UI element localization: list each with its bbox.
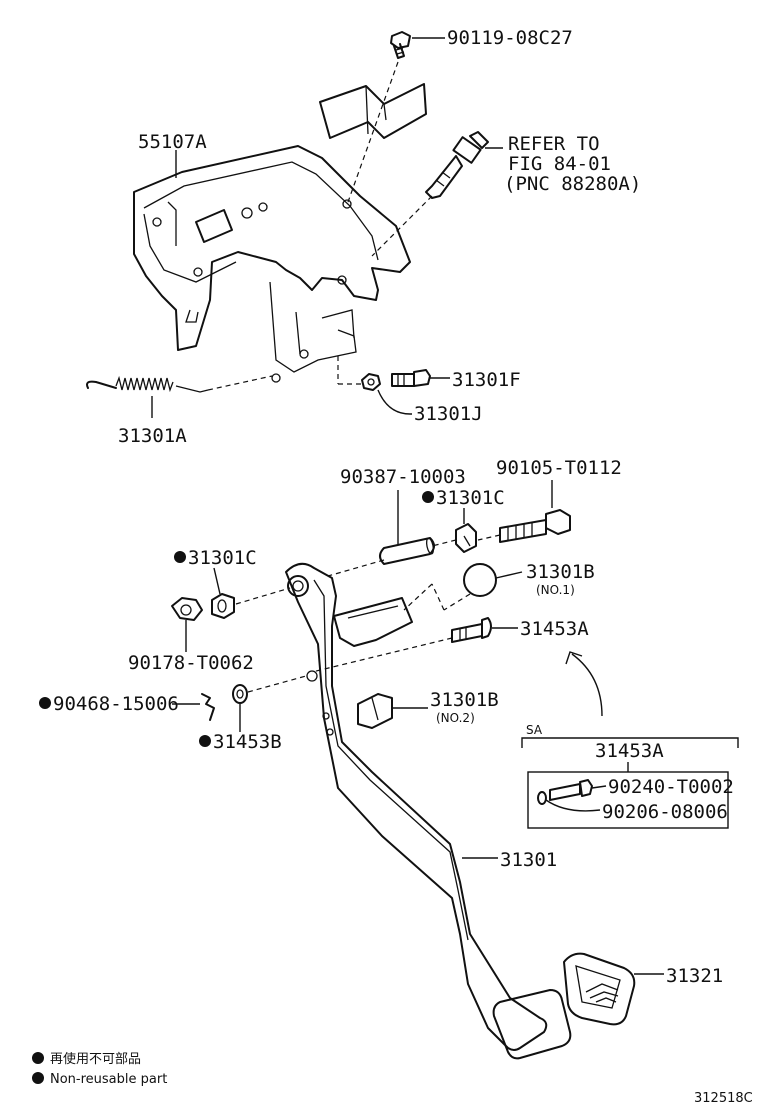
bolt-90105-icon	[499, 509, 571, 543]
label-31453A: 31453A	[520, 618, 589, 640]
bush-31301C-left-icon	[211, 593, 235, 619]
clutch-pedal-31301	[285, 562, 572, 1060]
legend-dot-jp	[32, 1052, 44, 1064]
label-31301B-no1: 31301B	[526, 561, 595, 583]
dash-ball-a	[443, 593, 471, 611]
arrow-to-sa	[571, 653, 603, 717]
refer-line1: REFER TO	[508, 133, 600, 155]
bolt-90119-icon	[390, 31, 411, 59]
collar-90387-icon	[379, 537, 435, 565]
label-31301C-upper: 31301C	[436, 487, 505, 509]
label-31301A: 31301A	[118, 425, 187, 447]
stop-lamp-switch-icon	[425, 131, 489, 199]
dash-collar	[327, 559, 385, 577]
label-90105: 90105-T0112	[496, 457, 622, 479]
dash-90105	[477, 534, 501, 541]
label-90119: 90119-08C27	[447, 27, 573, 49]
legend: 再使用不可部品 Non-reusable part	[32, 1051, 167, 1087]
non-reusable-mark-31453B	[199, 735, 211, 747]
non-reusable-mark-31301C-left	[174, 551, 186, 563]
dash-31301C-upper	[431, 539, 457, 547]
sa-item2: 90206-08006	[602, 801, 728, 823]
dash-90119	[347, 61, 399, 203]
legend-jp: 再使用不可部品	[50, 1051, 141, 1067]
pin-31453A-icon	[451, 617, 492, 643]
non-reusable-mark-90468	[39, 697, 51, 709]
legend-dot-en	[32, 1072, 44, 1084]
stopper-31301B-no2-icon	[357, 693, 393, 729]
dash-31453B	[247, 675, 307, 693]
return-spring-31301A	[86, 375, 209, 393]
label-90387: 90387-10003	[340, 466, 466, 488]
bolt-31301F-icon	[391, 369, 431, 387]
label-31321: 31321	[666, 965, 723, 987]
label-31301J: 31301J	[414, 403, 483, 425]
dash-refer	[371, 195, 433, 257]
pedal-pad-31321	[563, 952, 636, 1026]
nut-31301J-icon	[361, 373, 381, 391]
refer-line2: FIG 84-01	[508, 153, 611, 175]
dash-ball-c	[403, 583, 433, 611]
ball-31301B-no1-icon	[463, 563, 497, 597]
clip-90468-icon	[201, 693, 215, 721]
washer-90206-icon	[537, 791, 547, 805]
sa-label: SA	[526, 723, 543, 737]
arrow-head	[565, 651, 583, 665]
note-31301B-no2: (NO.2)	[436, 711, 475, 725]
label-55107A: 55107A	[138, 131, 207, 153]
leader-31301C-left	[213, 567, 221, 595]
dash-31453A	[311, 637, 453, 673]
bolt-90240-icon	[549, 779, 593, 801]
figure-code: 312518C	[694, 1091, 753, 1106]
washer-31453B-icon	[232, 684, 248, 704]
label-90468: 90468-15006	[53, 693, 179, 715]
label-31301F: 31301F	[452, 369, 521, 391]
label-90178: 90178-T0062	[128, 652, 254, 674]
nut-90178-icon	[171, 597, 203, 621]
refer-line3: (PNC 88280A)	[504, 173, 641, 195]
dash-spring	[207, 375, 273, 391]
label-31301C-left: 31301C	[188, 547, 257, 569]
sa-assembly-box: SA 31453A 90240-T0002 90206-08006	[521, 723, 739, 829]
sa-title: 31453A	[595, 740, 664, 762]
label-31301: 31301	[500, 849, 557, 871]
label-31301B-no2: 31301B	[430, 689, 499, 711]
dash-ball-b	[431, 583, 445, 611]
non-reusable-mark-31301C-upper	[422, 491, 434, 503]
sa-item1: 90240-T0002	[608, 776, 734, 798]
pedal-bracket-55107A	[133, 145, 411, 383]
label-31453B: 31453B	[213, 731, 282, 753]
legend-en: Non-reusable part	[50, 1072, 167, 1087]
dash-31301C-left	[235, 587, 291, 605]
upper-bracket-plate	[319, 83, 427, 139]
leader-31301B-no1	[495, 571, 523, 579]
leader-31301J	[377, 389, 412, 415]
bush-31301C-upper-icon	[455, 523, 477, 553]
note-31301B-no1: (NO.1)	[536, 583, 575, 597]
